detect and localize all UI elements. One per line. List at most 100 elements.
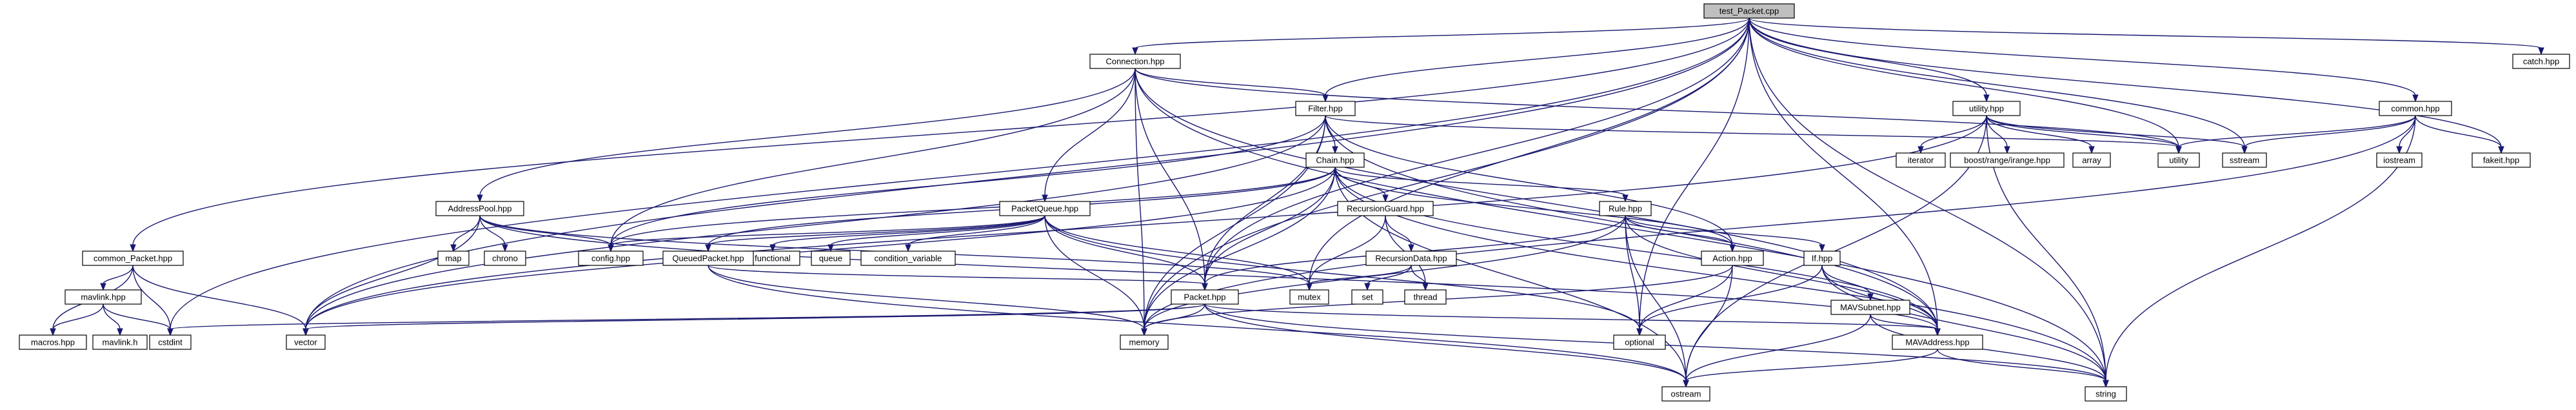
node-chrono: chrono xyxy=(484,251,526,266)
node-label: mavlink.h xyxy=(103,338,138,347)
node-label: set xyxy=(1362,292,1373,302)
node-label: MAVAddress.hpp xyxy=(1905,338,1969,347)
node-set: set xyxy=(1351,289,1383,305)
node-filter[interactable]: Filter.hpp xyxy=(1295,101,1356,116)
node-mav-subnet[interactable]: MAVSubnet.hpp xyxy=(1830,300,1910,315)
node-mav-address[interactable]: MAVAddress.hpp xyxy=(1892,334,1983,350)
node-action[interactable]: Action.hpp xyxy=(1701,251,1764,266)
edge-utility_hpp-to-boost_range xyxy=(1986,115,2010,154)
node-box xyxy=(1613,334,1666,350)
node-address-pool[interactable]: AddressPool.hpp xyxy=(435,201,524,216)
node-string: string xyxy=(2085,386,2127,402)
edge-connection-to-filter xyxy=(1134,68,1329,103)
node-box xyxy=(662,251,754,266)
node-connection[interactable]: Connection.hpp xyxy=(1089,54,1181,69)
node-label: iostream xyxy=(2383,156,2415,165)
node-box xyxy=(2085,386,2127,402)
edge-utility_hpp-to-array xyxy=(1986,115,2095,154)
node-box xyxy=(82,251,184,266)
node-box xyxy=(1599,201,1652,216)
node-common-hpp[interactable]: common.hpp xyxy=(2379,101,2452,116)
node-label: PacketQueue.hpp xyxy=(1011,204,1078,214)
node-packet-queue[interactable]: PacketQueue.hpp xyxy=(999,201,1091,216)
edge-test_packet-to-utility_hpp xyxy=(1749,17,1990,103)
node-box xyxy=(1171,289,1239,305)
node-box xyxy=(1892,334,1983,350)
node-test-packet[interactable]: test_Packet.cpp xyxy=(1703,3,1795,19)
node-label: string xyxy=(2095,389,2116,399)
node-label: cstdint xyxy=(158,338,183,347)
edge-queued_packet-to-packet xyxy=(708,265,1208,291)
edge-connection-to-config xyxy=(608,68,1136,252)
node-box xyxy=(1661,386,1710,402)
node-box xyxy=(286,334,326,350)
node-label: iterator xyxy=(1908,156,1934,165)
node-fakeit: fakeit.hpp xyxy=(2472,152,2531,168)
node-macros[interactable]: macros.hpp xyxy=(19,334,87,350)
node-box xyxy=(1337,201,1434,216)
node-box xyxy=(1295,101,1356,116)
node-utility: utility xyxy=(2157,152,2200,168)
node-recursion-guard[interactable]: RecursionGuard.hpp xyxy=(1337,201,1434,216)
node-label: common_Packet.hpp xyxy=(94,254,172,263)
edge-test_packet-to-optional xyxy=(1636,17,1750,336)
node-label: RecursionData.hpp xyxy=(1375,254,1447,263)
edge-common_hpp-to-fakeit xyxy=(2415,115,2504,154)
node-box xyxy=(1120,334,1169,350)
node-box xyxy=(1365,251,1457,266)
node-box xyxy=(999,201,1091,216)
node-box xyxy=(1703,3,1795,19)
node-recursion-data[interactable]: RecursionData.hpp xyxy=(1365,251,1457,266)
node-box xyxy=(1803,251,1841,266)
edge-address_pool-to-chrono xyxy=(479,215,508,252)
node-queued-packet[interactable]: QueuedPacket.hpp xyxy=(662,251,754,266)
node-label: If.hpp xyxy=(1812,254,1833,263)
node-rule[interactable]: Rule.hpp xyxy=(1599,201,1652,216)
edge-mav_subnet-to-string xyxy=(1870,314,2109,388)
edge-test_packet-to-sstream xyxy=(1749,17,2248,154)
edge-recursion_data-to-mutex xyxy=(1306,265,1412,291)
node-box xyxy=(1950,152,2065,168)
node-common-packet[interactable]: common_Packet.hpp xyxy=(82,251,184,266)
node-box xyxy=(1404,289,1447,305)
node-queue: queue xyxy=(811,251,851,266)
node-label: ostream xyxy=(1671,389,1701,399)
node-array: array xyxy=(2072,152,2111,168)
node-thread: thread xyxy=(1404,289,1447,305)
node-mutex: mutex xyxy=(1289,289,1329,305)
node-label: thread xyxy=(1414,292,1438,302)
node-box xyxy=(2512,54,2570,69)
node-box xyxy=(2222,152,2267,168)
node-if-hpp[interactable]: If.hpp xyxy=(1803,251,1841,266)
edge-recursion_guard-to-recursion_data xyxy=(1385,215,1414,252)
edge-connection-to-packet_queue xyxy=(1042,68,1136,203)
edge-connection-to-address_pool xyxy=(477,68,1136,203)
edge-packet_queue-to-config xyxy=(608,215,1045,252)
edge-connection-to-memory xyxy=(1134,68,1147,336)
edge-packet_queue-to-queued_packet xyxy=(705,215,1045,252)
node-box xyxy=(19,334,87,350)
node-chain[interactable]: Chain.hpp xyxy=(1305,152,1365,168)
node-packet[interactable]: Packet.hpp xyxy=(1171,289,1239,305)
edge-utility_hpp-to-utility xyxy=(1986,115,2182,154)
node-label: vector xyxy=(294,338,317,347)
node-label: mutex xyxy=(1298,292,1321,302)
edge-address_pool-to-config xyxy=(479,215,614,252)
node-mavlink[interactable]: mavlink.hpp xyxy=(64,289,142,305)
edge-test_packet-to-cstdint xyxy=(167,17,1750,336)
node-box xyxy=(435,201,524,216)
edge-mavlink-to-macros xyxy=(50,303,104,336)
node-label: fakeit.hpp xyxy=(2483,156,2519,165)
edge-mav_address-to-ostream xyxy=(1683,349,1938,388)
node-utility-hpp[interactable]: utility.hpp xyxy=(1952,101,2021,116)
node-label: macros.hpp xyxy=(31,338,75,347)
edge-queued_packet-to-memory xyxy=(708,265,1147,336)
node-box xyxy=(2072,152,2111,168)
edge-test_packet-to-mutex xyxy=(1306,17,1750,291)
edge-packet-to-vector xyxy=(302,303,1205,336)
edge-mav_subnet-to-ostream xyxy=(1683,314,1871,388)
node-vector: vector xyxy=(286,334,326,350)
node-cstdint: cstdint xyxy=(149,334,192,350)
node-box xyxy=(1351,289,1383,305)
node-catch: catch.hpp xyxy=(2512,54,2570,69)
